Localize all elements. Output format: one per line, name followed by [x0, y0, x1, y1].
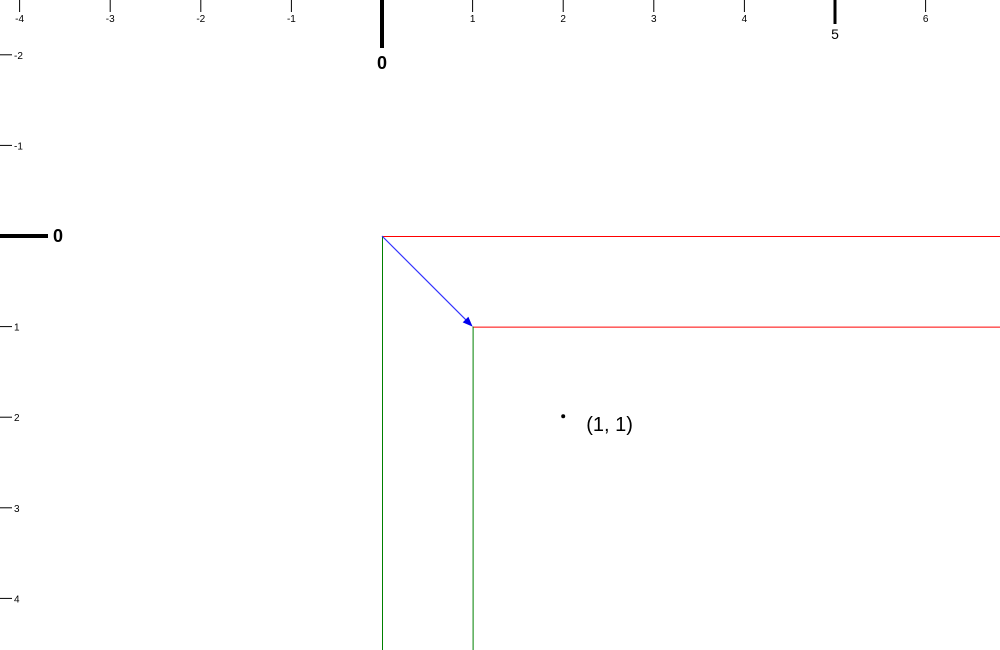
- x-ruler-tick-label: -2: [196, 14, 205, 25]
- y-ruler-tick-label: 1: [14, 323, 20, 334]
- x-ruler-tick-label: 1: [470, 14, 476, 25]
- vertical-guide-lines: [382, 236, 474, 650]
- x-ruler-tick-label: 5: [831, 26, 839, 42]
- x-ruler-tick-label: -1: [287, 14, 296, 25]
- point-label: (1, 1): [586, 414, 633, 436]
- x-ruler-tick-label: 2: [560, 14, 566, 25]
- vector-arrowhead-icon: [462, 316, 473, 327]
- point-marker: [561, 414, 566, 419]
- x-ruler-tick-label: 3: [651, 14, 657, 25]
- x-ruler-tick-label: 0: [377, 53, 387, 73]
- vector-layer: [381, 235, 473, 327]
- horizontal-ruler: -4 -3 -2 -1 0 1 2 3 4 5 6: [15, 0, 929, 73]
- y-ruler-tick-label: 2: [14, 413, 20, 424]
- x-ruler-tick-label: -3: [106, 14, 115, 25]
- vertical-ruler: -2 -1 0 1 2 3 4: [0, 51, 63, 605]
- y-ruler-tick-label: 4: [14, 594, 20, 605]
- y-ruler-tick-label: -1: [14, 141, 23, 152]
- y-ruler-tick-label: 0: [53, 226, 63, 246]
- vector-arrow-shaft: [381, 235, 470, 324]
- x-ruler-tick-label: 6: [923, 14, 929, 25]
- x-ruler-tick-label: -4: [15, 14, 24, 25]
- horizontal-guide-lines: [382, 236, 1000, 328]
- x-ruler-tick-label: 4: [742, 14, 748, 25]
- point-layer: (1, 1): [561, 414, 633, 436]
- y-ruler-tick-label: -2: [14, 51, 23, 62]
- y-ruler-tick-label: 3: [14, 504, 20, 515]
